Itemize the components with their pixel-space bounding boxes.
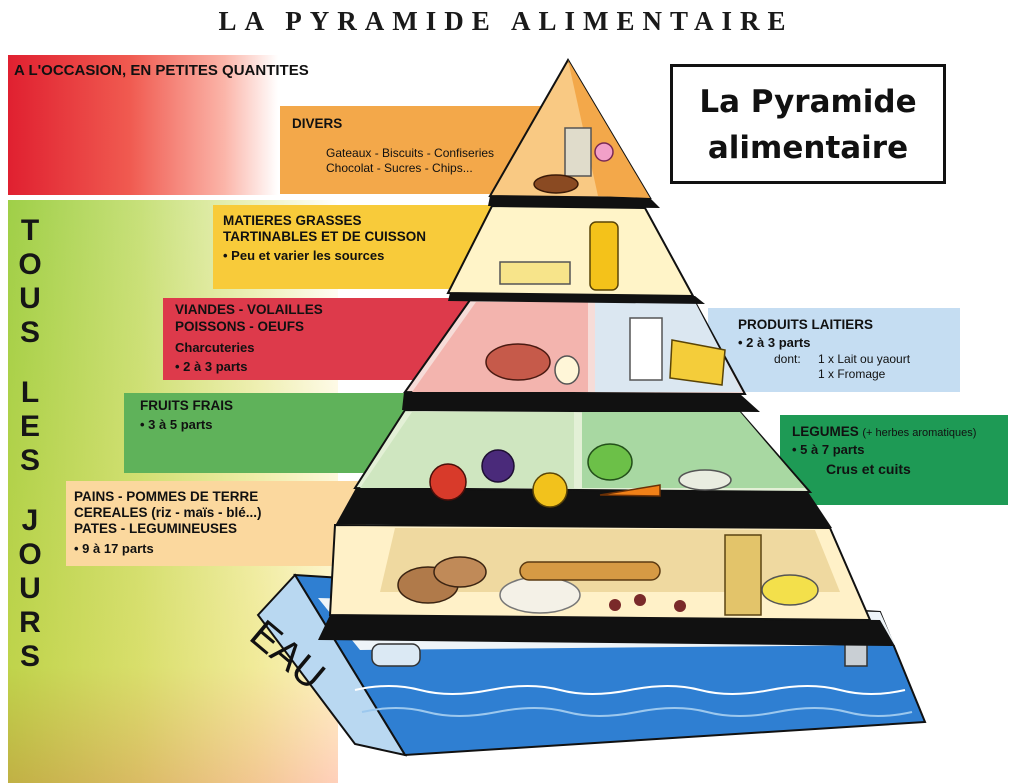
daily-letter: O xyxy=(18,248,42,281)
laitiers-heading: PRODUITS LAITIERS xyxy=(738,317,874,332)
daily-letter: J xyxy=(21,504,39,537)
lollipop-icon xyxy=(594,142,614,162)
pains-heading: CEREALES (riz - maïs - blé...) xyxy=(74,505,262,520)
viandes-heading: VIANDES - VOLAILLES xyxy=(175,302,323,317)
cabbage-icon xyxy=(587,443,633,481)
bean-icon xyxy=(674,600,686,612)
fruits-serving: • 3 à 5 parts xyxy=(140,417,213,432)
leek-icon xyxy=(678,469,732,491)
grapes-icon xyxy=(481,449,515,483)
lemon-icon xyxy=(532,472,568,508)
daily-letter: S xyxy=(19,640,40,673)
carrot-icon xyxy=(599,484,661,497)
pasta-icon xyxy=(724,534,762,616)
pains-heading: PAINS - POMMES DE TERRE xyxy=(74,489,259,504)
bottle-icon xyxy=(371,643,421,667)
legumes-serving: • 5 à 7 parts xyxy=(792,442,865,457)
butter-icon xyxy=(499,261,571,285)
level-separator xyxy=(336,488,832,528)
label-legumes: LEGUMES (+ herbes aromatiques) • 5 à 7 p… xyxy=(780,415,1008,505)
vegetables-compartment xyxy=(582,412,805,488)
apple-icon xyxy=(429,463,467,501)
laitiers-dont: dont: xyxy=(774,352,801,366)
daily-letter: L xyxy=(20,376,40,409)
bean-icon xyxy=(634,594,646,606)
level-sweets-side xyxy=(568,60,650,198)
label-fruits: FRUITS FRAIS • 3 à 5 parts xyxy=(124,393,424,473)
fruits-heading: FRUITS FRAIS xyxy=(140,398,233,413)
matieres-serving: • Peu et varier les sources xyxy=(223,248,385,263)
divers-heading: DIVERS xyxy=(292,116,343,131)
viandes-serving: • 2 à 3 parts xyxy=(175,359,248,374)
pains-heading: PATES - LEGUMINEUSES xyxy=(74,521,238,536)
page-title: LA PYRAMIDE ALIMENTAIRE xyxy=(218,6,794,36)
legumes-heading: LEGUMES xyxy=(792,424,859,439)
bean-icon xyxy=(609,599,621,611)
water-waves xyxy=(354,685,906,695)
level-separator xyxy=(318,615,895,646)
egg-icon xyxy=(554,355,580,385)
daily-letter: E xyxy=(19,410,40,443)
occasional-label: A L'OCCASION, EN PETITES QUANTITES xyxy=(14,62,309,79)
milk-glass-icon xyxy=(629,317,663,381)
viandes-heading: POISSONS - OEUFS xyxy=(175,319,305,334)
occasional-band xyxy=(8,55,278,195)
label-produits-laitiers: PRODUITS LAITIERS • 2 à 3 parts dont: 1 … xyxy=(708,308,960,392)
matieres-heading: TARTINABLES ET DE CUISSON xyxy=(223,229,427,244)
pasta-bowl-icon xyxy=(761,574,819,606)
rice-icon xyxy=(499,576,581,614)
pains-serving: • 9 à 17 parts xyxy=(74,541,154,556)
water-waves xyxy=(361,707,913,717)
divers-note: Gateaux - Biscuits - Confiseries xyxy=(326,146,495,160)
fruits-compartment xyxy=(360,412,574,488)
legumes-heading-row: LEGUMES (+ herbes aromatiques) xyxy=(792,424,976,441)
laitiers-serving: • 2 à 3 parts xyxy=(738,335,811,350)
potato-icon xyxy=(433,556,487,588)
daily-letter: T xyxy=(20,214,40,247)
legumes-herbs: (+ herbes aromatiques) xyxy=(862,427,977,439)
biscuit-icon xyxy=(564,127,592,177)
daily-letter: R xyxy=(19,606,41,639)
daily-letter: U xyxy=(19,282,41,315)
viandes-sub: Charcuteries xyxy=(175,340,255,355)
divers-note: Chocolat - Sucres - Chips... xyxy=(326,161,473,175)
laitiers-note: 1 x Fromage xyxy=(818,367,886,381)
laitiers-note: 1 x Lait ou yaourt xyxy=(818,352,911,366)
bread-icon xyxy=(519,561,661,581)
framed-title: La Pyramide alimentaire xyxy=(670,64,946,184)
oil-bottle-icon xyxy=(589,221,619,291)
label-pains: PAINS - POMMES DE TERRE CEREALES (riz - … xyxy=(66,481,366,566)
matieres-heading: MATIERES GRASSES xyxy=(223,213,362,228)
daily-letter: U xyxy=(19,572,41,605)
daily-letter: S xyxy=(19,316,40,349)
level-separator xyxy=(488,196,660,208)
label-viandes: VIANDES - VOLAILLES POISSONS - OEUFS Cha… xyxy=(163,298,473,380)
legumes-sub: Crus et cuits xyxy=(826,461,911,477)
meat-icon xyxy=(485,343,551,381)
cheese-icon xyxy=(669,339,726,386)
daily-letter: O xyxy=(18,538,42,571)
daily-letter: S xyxy=(19,444,40,477)
chocolate-icon xyxy=(533,174,579,194)
daily-vertical-label: T O U S L E S J O U R S xyxy=(10,214,50,674)
level-separator xyxy=(402,392,760,412)
